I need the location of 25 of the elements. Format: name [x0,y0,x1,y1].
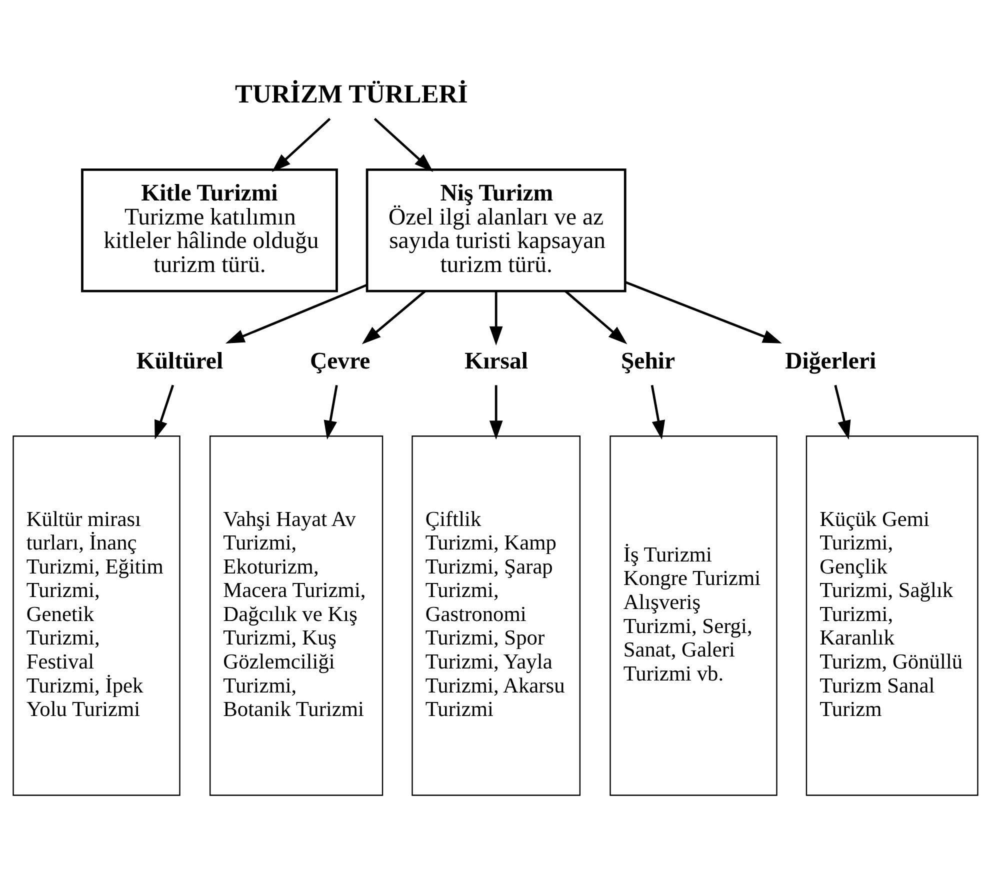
arrow [489,290,503,345]
node-box: Kitle Turizmi Turizme katılımın kitleler hâlinde olduğu turizm türü. [81,168,338,292]
arrow [374,117,434,172]
arrow [489,384,503,440]
node-box: İş Turizmi Kongre Turizmi Alışveriş Turizmi, Sergi, Sanat, Galeri Turizmi vb. [610,435,778,796]
node-box: Niş Turizm Özel ilgi alanları ve az sayıda turisti kapsayan turizm türü. [366,168,626,292]
node-text: TURİZM TÜRLERİ [235,79,468,108]
node-box: Çiftlik Turizmi, Kamp Turizmi, Şarap Turizmi, Gastronomi Turizmi, Spor Turizmi, Yayla Turizmi, Akarsu Turizmi [412,435,581,796]
arrow [154,384,174,439]
arrow [624,280,782,343]
node-box: Kültür mirası turları, İnanç Turizmi, Eğitim Turizmi, Genetik Turizmi, Festival Turizmi, İpek Yolu Turizmi [12,435,180,796]
node-text: Diğerleri [785,348,876,374]
node-text: Çevre [310,348,370,374]
arrow [272,117,331,172]
arrow [225,283,368,343]
arrow [650,384,666,440]
node-text: Şehir [620,348,676,374]
arrow [324,384,338,440]
node-box: Küçük Gemi Turizmi, Gençlik Turizmi, Sağlık Turizmi, Karanlık Turizm, Gönüllü Turizm Sanal Turizm [806,435,978,796]
node-text: Kültürel [136,348,224,374]
arrow [564,290,628,344]
arrow [834,384,851,440]
arrow [362,290,426,344]
node-box: Vahşi Hayat Av Turizmi, Ekoturizm, Macera Turizmi, Dağcılık ve Kış Turizmi, Kuş Gözlemciliği Turizmi, Botanik Turizmi [210,435,384,796]
node-text: Kırsal [464,348,528,374]
